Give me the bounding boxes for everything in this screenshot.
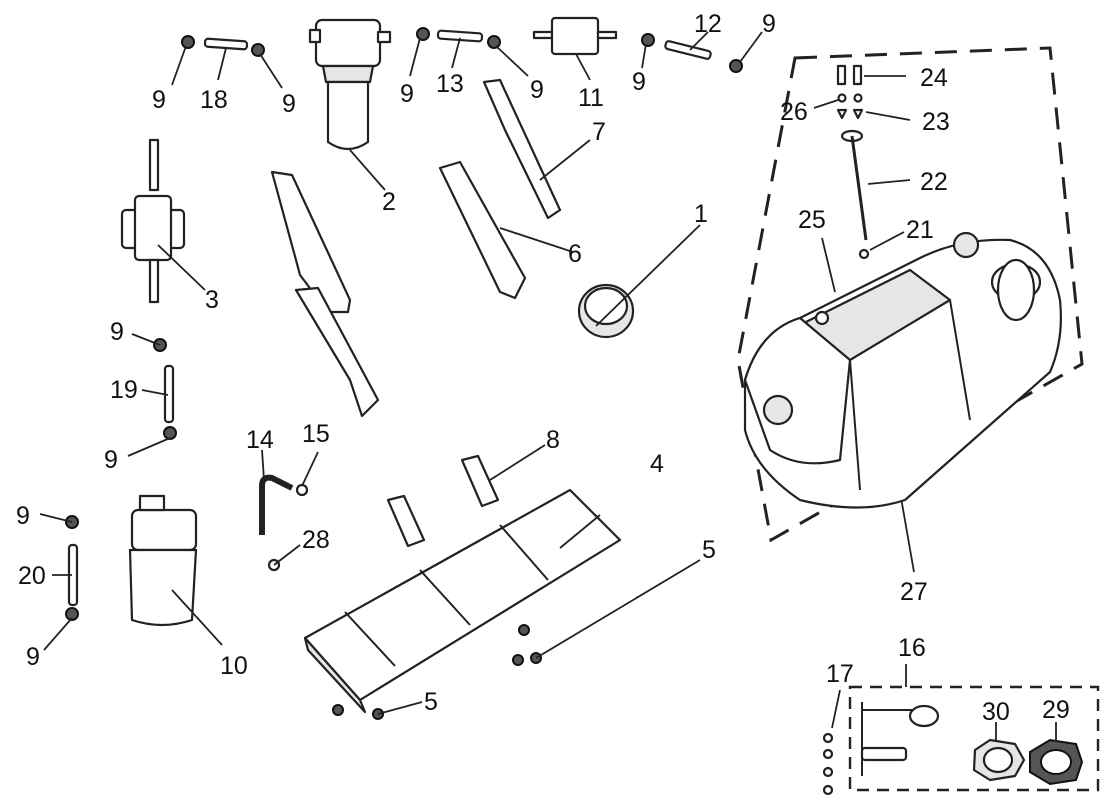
callout-12: 12 [694, 10, 722, 38]
callout-26: 26 [780, 98, 808, 126]
callout-10: 10 [220, 652, 248, 680]
callout-4: 4 [650, 450, 664, 478]
part-rubber-pads [386, 444, 546, 548]
callout-17: 17 [826, 660, 854, 688]
part-gasket-30 [972, 722, 1026, 782]
callout-20: 20 [18, 562, 46, 590]
callout-9-c: 9 [400, 80, 414, 108]
part-gasket-29 [1029, 722, 1084, 786]
part-tank-strap-center [438, 160, 574, 300]
callout-28: 28 [302, 526, 330, 554]
callout-9-a: 9 [152, 86, 166, 114]
callout-16: 16 [898, 634, 926, 662]
part-fittings [259, 449, 319, 572]
callout-11: 11 [578, 84, 604, 112]
part-skid-plate [303, 488, 622, 714]
callout-13: 13 [436, 70, 464, 98]
callout-9-e: 9 [632, 68, 646, 96]
callout-29: 29 [1042, 696, 1070, 724]
callout-30: 30 [982, 698, 1010, 726]
callout-19: 19 [110, 376, 138, 404]
callout-9-b: 9 [282, 90, 296, 118]
callout-8: 8 [546, 426, 560, 454]
sender-kit-boundary [848, 685, 1100, 792]
callout-27: 27 [900, 578, 928, 606]
callout-9-g: 9 [110, 318, 124, 346]
part-tank-strap-left [270, 170, 380, 418]
callout-5-right: 5 [702, 536, 716, 564]
callout-15: 15 [302, 420, 330, 448]
callout-5-bottom: 5 [424, 688, 438, 716]
part-inline-filter [532, 16, 618, 81]
callout-23: 23 [922, 108, 950, 136]
callout-25: 25 [798, 206, 826, 234]
callout-7: 7 [592, 118, 606, 146]
part-fuel-pump [120, 138, 206, 304]
callout-2: 2 [382, 188, 396, 216]
callout-3: 3 [205, 286, 219, 314]
part-tank-sender-hardware [813, 64, 911, 260]
callout-1: 1 [694, 200, 708, 228]
callout-22: 22 [920, 168, 948, 196]
callout-21: 21 [906, 216, 934, 244]
callout-6: 6 [568, 240, 582, 268]
part-nuts [332, 559, 701, 720]
part-fuel-filter-upper [308, 18, 392, 191]
callout-9-d: 9 [530, 76, 544, 104]
part-sending-unit [860, 702, 940, 776]
part-hoses-clamps [39, 27, 763, 651]
callout-9-i: 9 [16, 502, 30, 530]
callout-24: 24 [920, 64, 948, 92]
callout-14: 14 [246, 426, 274, 454]
part-fuel-tank [743, 231, 1062, 509]
part-tank-strap-right [482, 78, 591, 220]
callout-9-j: 9 [26, 643, 40, 671]
callout-9-f: 9 [762, 10, 776, 38]
part-screws [822, 689, 841, 796]
callout-9-h: 9 [104, 446, 118, 474]
callout-18: 18 [200, 86, 228, 114]
part-water-separator [128, 494, 223, 646]
part-fuel-cap [577, 224, 701, 339]
